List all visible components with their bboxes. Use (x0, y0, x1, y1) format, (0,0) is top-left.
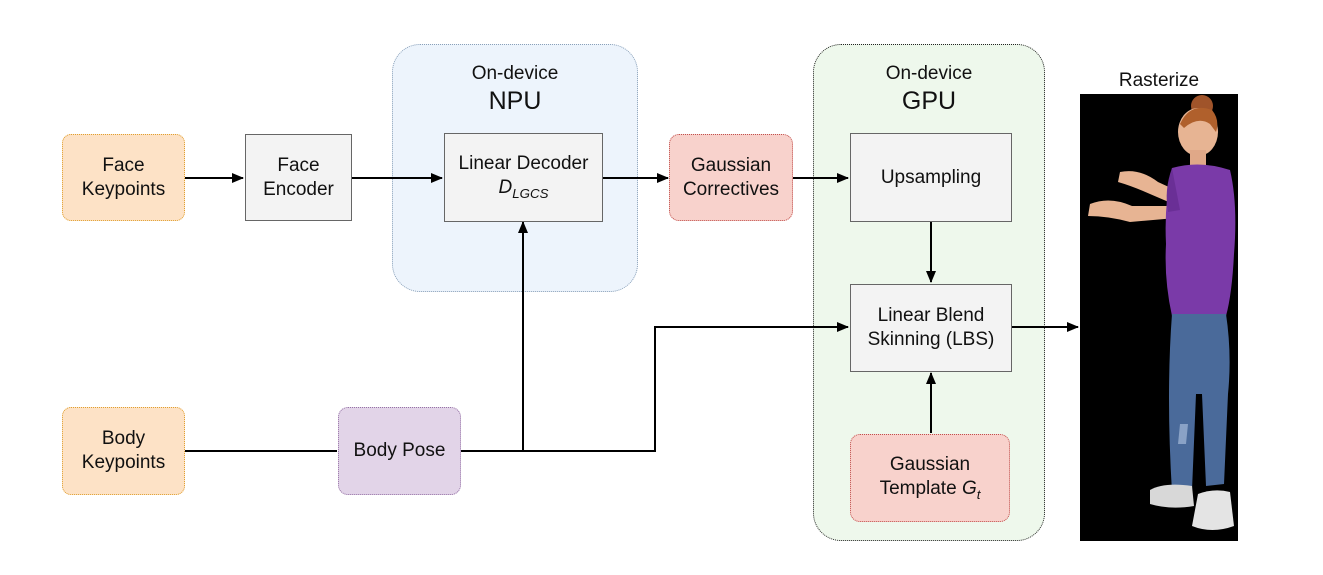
avatar-figure (1088, 95, 1236, 530)
body-keypoints-node: Body Keypoints (62, 407, 185, 495)
gaussian-correctives-node: Gaussian Correctives (669, 134, 793, 221)
face-encoder-node: Face Encoder (245, 134, 352, 221)
linear-decoder-symbol-subscript: LGCS (512, 185, 549, 201)
gaussian-template-line1: Gaussian (889, 453, 971, 475)
linear-decoder-symbol: DLGCS (459, 176, 589, 202)
gaussian-template-line2: Template Gt (880, 477, 981, 503)
gaussian-correctives-line2: Correctives (682, 178, 780, 200)
gpu-region-label-big: GPU (901, 87, 957, 115)
arrow-pose-to-decoder (461, 221, 528, 452)
face-keypoints-line1: Face (102, 154, 145, 176)
lbs-node: Linear Blend Skinning (LBS) (850, 284, 1012, 372)
body-keypoints-line1: Body (101, 428, 146, 450)
gaussian-template-node: Gaussian Template Gt (850, 434, 1010, 522)
lbs-line2: Skinning (LBS) (867, 329, 995, 350)
npu-region-label-small: On-device (471, 63, 559, 84)
lbs-line1: Linear Blend (877, 305, 985, 327)
body-pose-label: Body Pose (353, 440, 446, 462)
upsampling-node: Upsampling (850, 133, 1012, 222)
gaussian-template-symbol: G (961, 477, 977, 499)
face-encoder-line1: Face (277, 154, 320, 176)
upsampling-label: Upsampling (880, 166, 982, 188)
body-pose-node: Body Pose (338, 407, 461, 495)
gaussian-template-line2-text: Template (879, 477, 962, 499)
gaussian-correctives-line1: Gaussian (690, 154, 772, 176)
body-keypoints-line2: Keypoints (81, 452, 166, 473)
gpu-region-title: On-device GPU (814, 63, 1044, 116)
face-keypoints-line2: Keypoints (81, 178, 166, 200)
arrow-pose-to-lbs (523, 322, 849, 452)
linear-decoder-symbol-main: D (498, 177, 513, 199)
linear-decoder-node: Linear Decoder DLGCS (444, 133, 603, 222)
linear-decoder-label: Linear Decoder (458, 153, 589, 175)
npu-region-label-big: NPU (488, 87, 542, 115)
face-encoder-line2: Encoder (263, 178, 334, 200)
rasterize-label: Rasterize (1118, 70, 1200, 91)
gpu-region-label-small: On-device (885, 63, 973, 84)
face-keypoints-node: Face Keypoints (62, 134, 185, 221)
npu-region-title: On-device NPU (393, 63, 637, 116)
rasterized-avatar-image (1080, 94, 1238, 541)
gaussian-template-subscript: t (976, 486, 981, 502)
